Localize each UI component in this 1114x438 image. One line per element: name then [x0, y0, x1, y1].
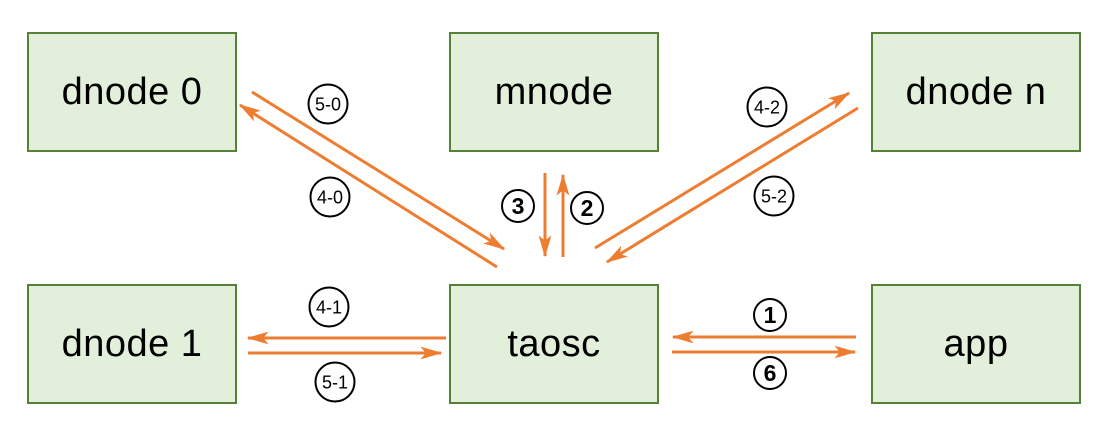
- node-dnode-0: dnode 0: [27, 32, 237, 152]
- node-app-label: app: [943, 322, 1009, 365]
- node-dnode-1: dnode 1: [27, 284, 237, 404]
- step-badge-5-2: 5-2: [753, 175, 795, 217]
- node-taosc: taosc: [449, 284, 659, 404]
- step-badge-5-1: 5-1: [314, 361, 356, 403]
- step-badge-5-0: 5-0: [307, 83, 349, 125]
- node-mnode: mnode: [449, 32, 659, 152]
- node-dnode-1-label: dnode 1: [61, 322, 203, 365]
- step-badge-4-2: 4-2: [746, 86, 788, 128]
- arrow-step-5-2: [605, 106, 859, 264]
- step-badge-3: 3: [501, 189, 535, 223]
- step-badge-2: 2: [570, 191, 604, 225]
- step-badge-4-1: 4-1: [308, 286, 350, 328]
- node-dnode-0-label: dnode 0: [61, 70, 203, 113]
- node-dnode-n-label: dnode n: [905, 70, 1047, 113]
- node-taosc-label: taosc: [507, 322, 601, 365]
- node-mnode-label: mnode: [494, 70, 614, 113]
- step-badge-1: 1: [753, 298, 787, 332]
- arrow-step-4-0: [238, 103, 498, 269]
- node-dnode-n: dnode n: [871, 32, 1081, 152]
- step-badge-6: 6: [753, 356, 787, 390]
- step-badge-4-0: 4-0: [309, 176, 351, 218]
- arrow-step-4-2: [594, 91, 851, 250]
- node-app: app: [871, 284, 1081, 404]
- arrow-step-5-0: [251, 90, 506, 251]
